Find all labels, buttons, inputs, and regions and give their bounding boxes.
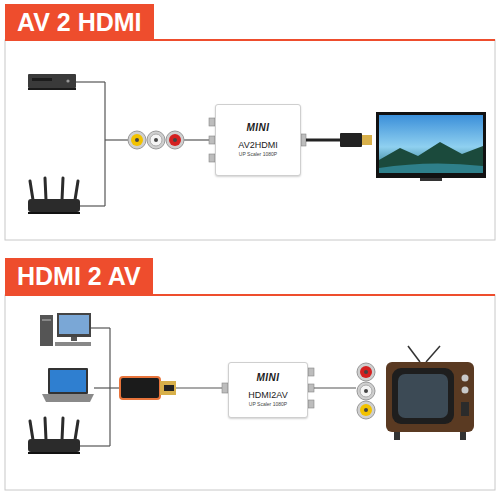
rca-plugs <box>357 363 375 419</box>
spec-text: UP Scaler 1080P <box>239 151 277 158</box>
panel-frame <box>5 295 495 490</box>
hdmi-wire <box>80 328 223 446</box>
flat-tv-icon <box>376 112 486 181</box>
header-tab: AV 2 HDMI <box>5 4 154 41</box>
header-text: AV 2 HDMI <box>17 8 142 37</box>
router-icon <box>28 178 80 214</box>
header-tab: HDMI 2 AV <box>5 258 153 295</box>
desktop-computer-icon <box>40 313 91 346</box>
router-icon <box>28 418 80 454</box>
crt-tv-icon <box>386 346 474 440</box>
model-text: HDMI2AV <box>248 390 287 401</box>
converter-box: MINI HDMI2AVUP Scaler 1080P <box>228 362 308 418</box>
av-wire <box>76 82 209 206</box>
laptop-icon <box>42 368 94 402</box>
converter-box: MINI AV2HDMIUP Scaler 1080P <box>215 104 301 176</box>
rca-ports <box>308 368 314 408</box>
model-text: AV2HDMI <box>238 140 277 151</box>
rca-plugs <box>128 131 184 149</box>
panel-frame <box>5 40 495 240</box>
dvd-player-icon <box>28 74 76 90</box>
spec-text: UP Scaler 1080P <box>249 401 287 408</box>
av-wire <box>314 387 356 388</box>
brand-text: MINI <box>256 372 279 384</box>
header-text: HDMI 2 AV <box>17 262 141 291</box>
hdmi-cable <box>301 133 372 147</box>
brand-text: MINI <box>246 122 269 134</box>
hdmi-plug <box>120 377 176 399</box>
